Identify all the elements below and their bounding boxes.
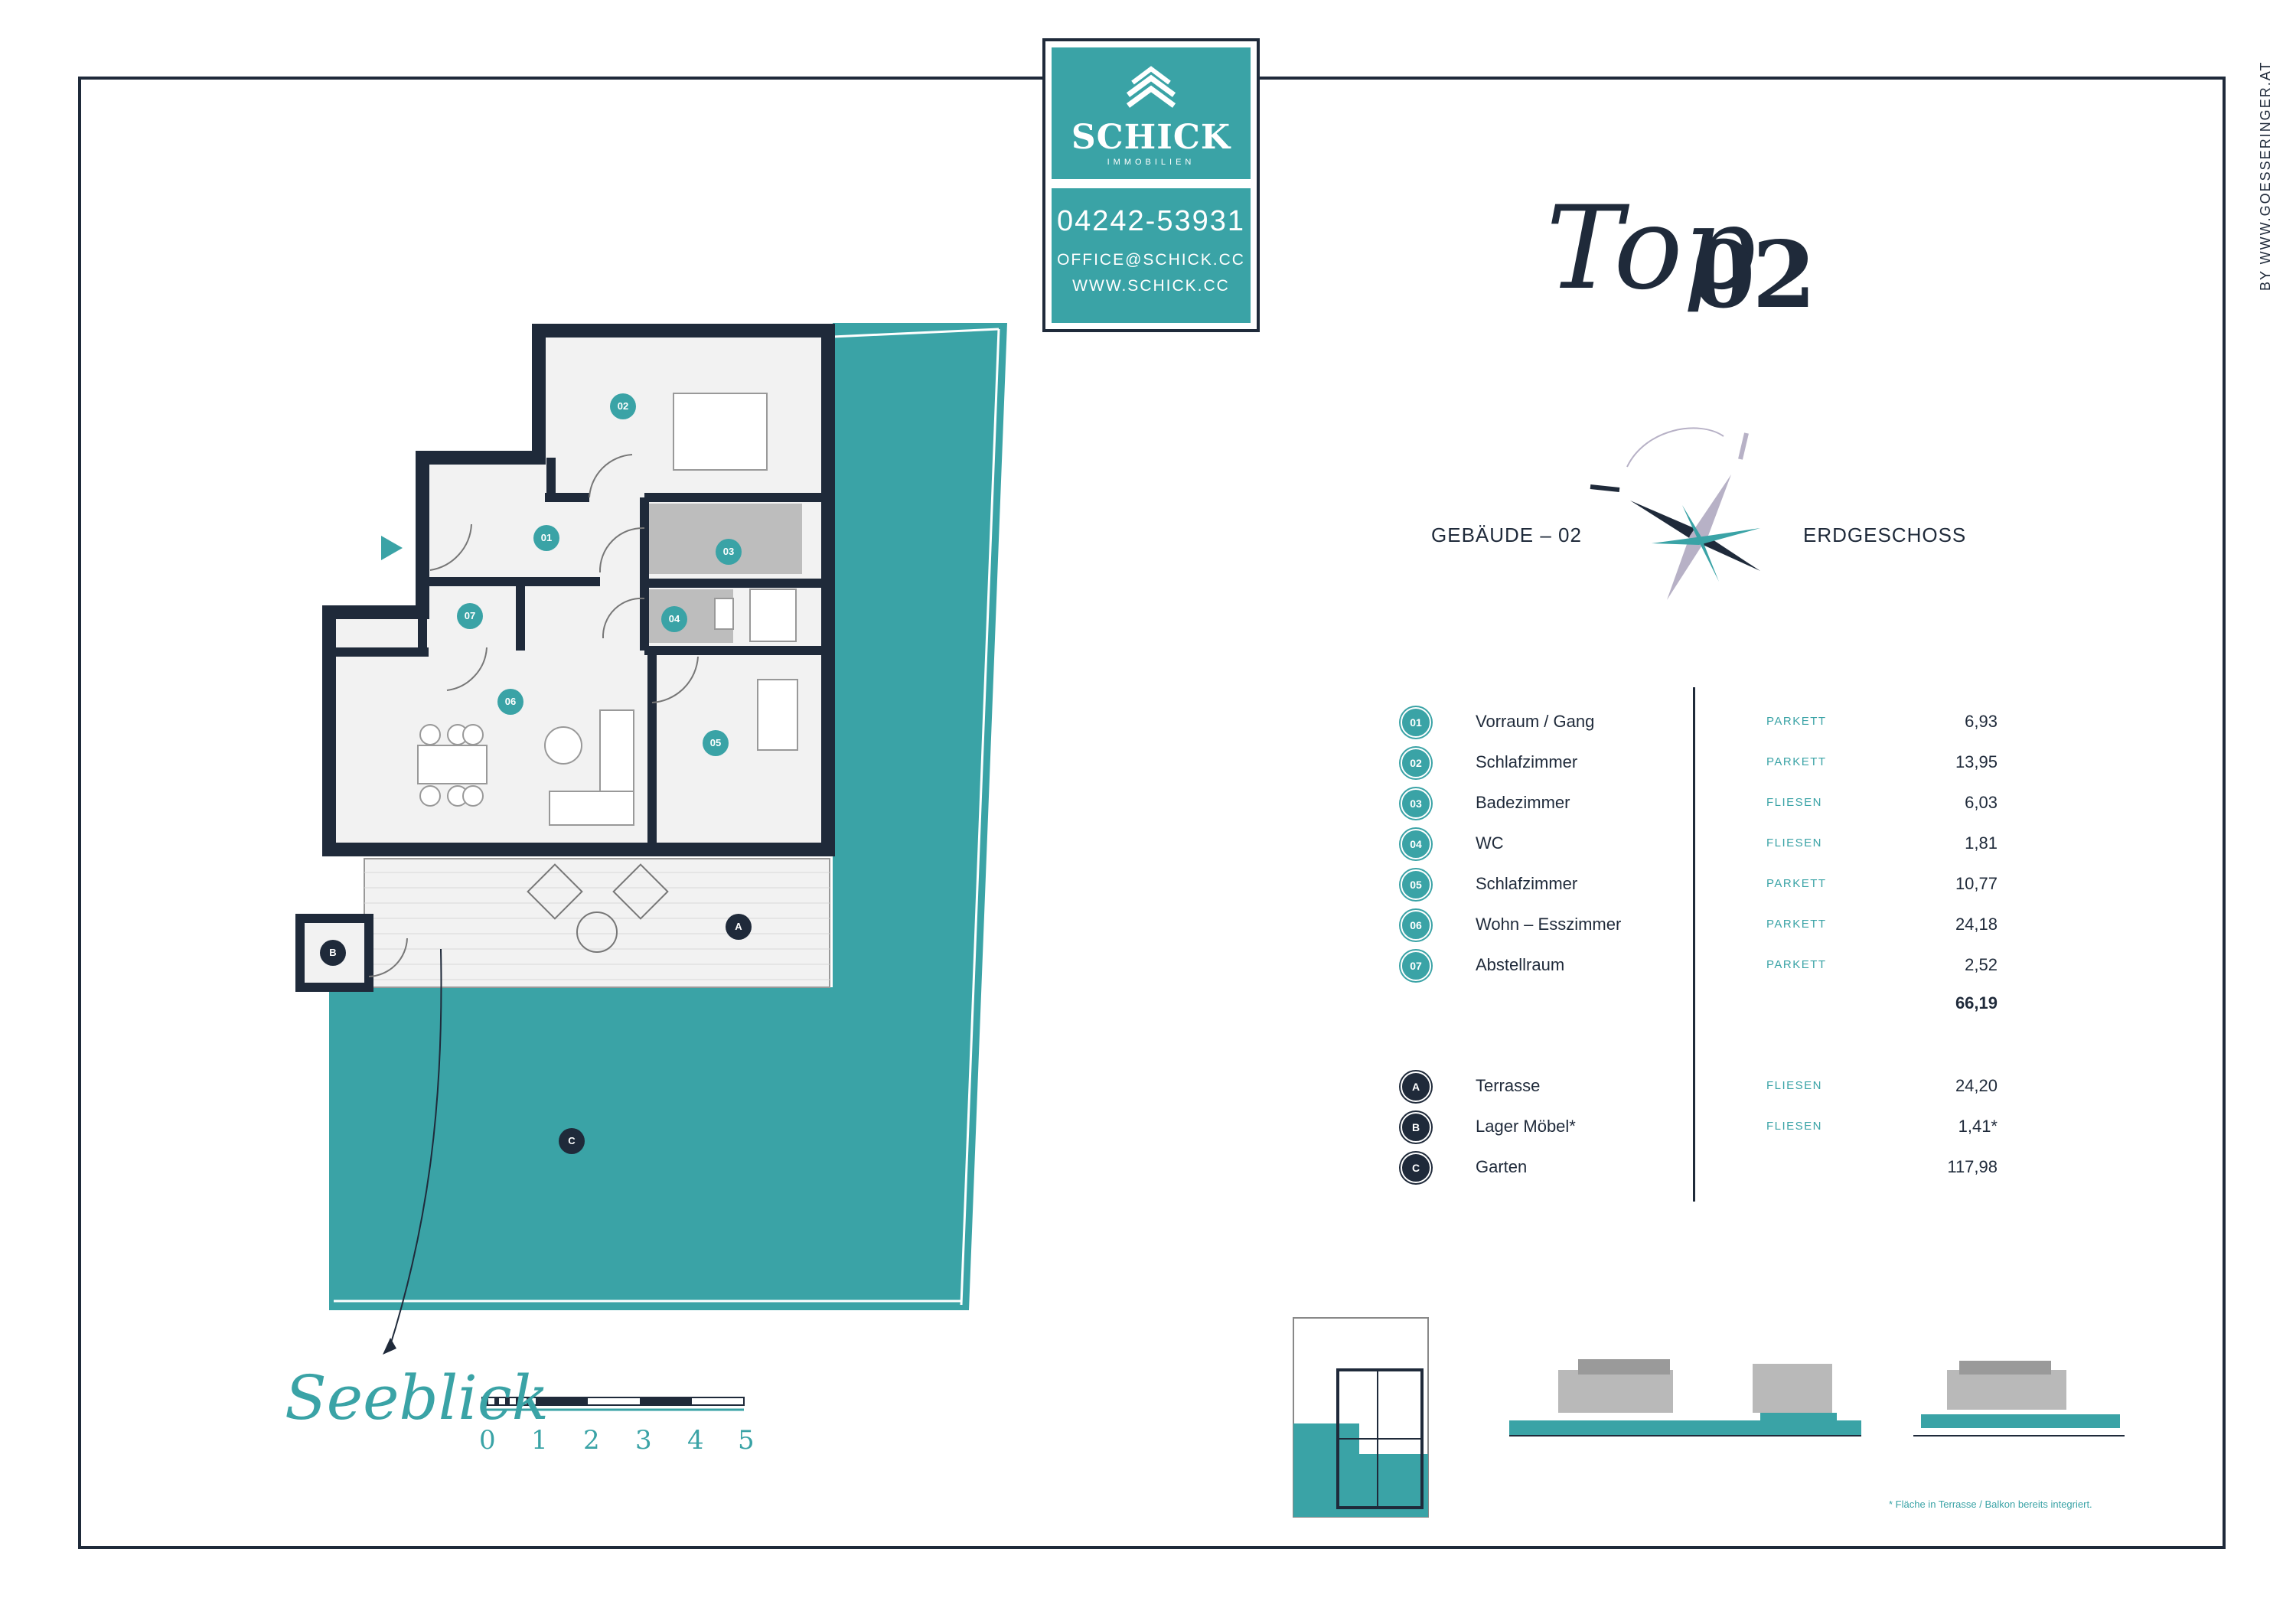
room-area: 13,95	[1955, 752, 1998, 771]
room-area: 6,93	[1965, 712, 1998, 731]
floor-label: ERDGESCHOSS	[1803, 523, 1967, 546]
plan-badge-04: 04	[661, 606, 687, 632]
garden-area	[329, 323, 1007, 1310]
outdoor-badge: B	[1401, 1112, 1431, 1143]
room-badge: 06	[1401, 910, 1431, 941]
building-elevation-2	[1913, 1361, 2125, 1436]
building-elevation-1	[1509, 1359, 1861, 1436]
room-row: 03 Badezimmer FLIESEN 6,03	[1401, 785, 1998, 819]
contact-website[interactable]: WWW.SCHICK.CC	[1072, 277, 1230, 295]
room-floor: FLIESEN	[1766, 836, 1823, 850]
outdoor-name: Lager Möbel*	[1476, 1117, 1576, 1136]
room-floor: PARKETT	[1766, 918, 1827, 931]
plan-badge-02: 02	[610, 393, 636, 419]
outdoor-badge: C	[1401, 1153, 1431, 1183]
brand-block: SCHICK IMMOBILIEN	[1052, 47, 1251, 179]
plan-badge-05: 05	[703, 730, 729, 756]
contact-phone[interactable]: 04242-53931	[1057, 205, 1245, 237]
plan-badge-c: C	[559, 1128, 585, 1154]
scale-label-2: 2	[583, 1425, 600, 1456]
brand-subtitle: IMMOBILIEN	[1107, 158, 1195, 167]
room-floor: PARKETT	[1766, 715, 1827, 728]
room-badge: 02	[1401, 748, 1431, 778]
room-badge: 03	[1401, 788, 1431, 819]
room-name: Schlafzimmer	[1476, 752, 1578, 771]
room-floor: PARKETT	[1766, 755, 1827, 768]
title-number: 02	[1691, 221, 1816, 329]
footnote: * Fläche in Terrasse / Balkon bereits in…	[1889, 1498, 2092, 1510]
room-area: 2,52	[1965, 955, 1998, 974]
plan-badge-03: 03	[716, 539, 742, 565]
total-area: 66,19	[1955, 993, 1998, 1013]
outdoor-floor: FLIESEN	[1766, 1120, 1823, 1133]
room-badge: 04	[1401, 829, 1431, 859]
room-row: 05 Schlafzimmer PARKETT 10,77	[1401, 866, 1998, 900]
scale-label-3: 3	[635, 1425, 652, 1456]
room-row: 06 Wohn – Esszimmer PARKETT 24,18	[1401, 907, 1998, 941]
scale-label-4: 4	[687, 1425, 704, 1456]
compass-rose-icon	[1590, 427, 1760, 600]
room-floor: PARKETT	[1766, 958, 1827, 971]
room-name: Schlafzimmer	[1476, 874, 1578, 893]
table-divider	[1693, 687, 1695, 1202]
room-badge: 07	[1401, 951, 1431, 981]
outdoor-badge: A	[1401, 1071, 1431, 1102]
view-label: Seeblick	[285, 1362, 550, 1433]
outdoor-name: Garten	[1476, 1157, 1528, 1176]
scale-bar	[481, 1397, 745, 1411]
plan-badge-a: A	[726, 914, 752, 940]
terrace-area	[364, 858, 830, 988]
outdoor-area: 117,98	[1947, 1157, 1998, 1176]
logo-box: SCHICK IMMOBILIEN 04242-53931 OFFICE@SCH…	[1042, 38, 1260, 332]
room-row: 04 WC FLIESEN 1,81	[1401, 826, 1998, 859]
brand-name: SCHICK	[1071, 118, 1231, 157]
room-name: Abstellraum	[1476, 955, 1565, 974]
outdoor-floor: FLIESEN	[1766, 1079, 1823, 1092]
site-plan-thumbnail	[1293, 1317, 1429, 1518]
room-badge: 05	[1401, 869, 1431, 900]
scale-label-1: 1	[531, 1425, 548, 1456]
room-area: 10,77	[1955, 874, 1998, 893]
plan-badge-b: B	[320, 940, 346, 966]
room-row: 02 Schlafzimmer PARKETT 13,95	[1401, 745, 1998, 778]
plan-badge-01: 01	[533, 525, 559, 551]
building-label: GEBÄUDE – 02	[1431, 523, 1582, 546]
room-area: 24,18	[1955, 915, 1998, 934]
outdoor-area: 24,20	[1955, 1076, 1998, 1095]
room-floor: FLIESEN	[1766, 796, 1823, 809]
room-name: Wohn – Esszimmer	[1476, 915, 1622, 934]
room-name: Badezimmer	[1476, 793, 1570, 812]
outdoor-row: A Terrasse FLIESEN 24,20	[1401, 1068, 1998, 1102]
brand-logo-icon	[1126, 66, 1176, 108]
scale-label-5: 5	[738, 1425, 755, 1456]
outdoor-row: B Lager Möbel* FLIESEN 1,41*	[1401, 1109, 1998, 1143]
room-row: 07 Abstellraum PARKETT 2,52	[1401, 947, 1998, 981]
scale-label-0: 0	[479, 1425, 496, 1456]
room-badge: 01	[1401, 707, 1431, 738]
plan-badge-07: 07	[457, 603, 483, 629]
outdoor-row: C Garten 117,98	[1401, 1150, 1998, 1183]
outdoor-name: Terrasse	[1476, 1076, 1541, 1095]
room-floor: PARKETT	[1766, 877, 1827, 890]
contact-email[interactable]: OFFICE@SCHICK.CC	[1057, 251, 1245, 269]
room-name: WC	[1476, 833, 1504, 853]
entry-arrow-icon	[381, 536, 403, 560]
room-name: Vorraum / Gang	[1476, 712, 1595, 731]
room-row: 01 Vorraum / Gang PARKETT 6,93	[1401, 704, 1998, 738]
outdoor-area: 1,41*	[1958, 1117, 1998, 1136]
plan-badge-06: 06	[497, 689, 523, 715]
contact-block: 04242-53931 OFFICE@SCHICK.CC WWW.SCHICK.…	[1052, 188, 1251, 323]
room-area: 1,81	[1965, 833, 1998, 853]
room-area: 6,03	[1965, 793, 1998, 812]
title-prefix: Top	[1546, 182, 1756, 315]
